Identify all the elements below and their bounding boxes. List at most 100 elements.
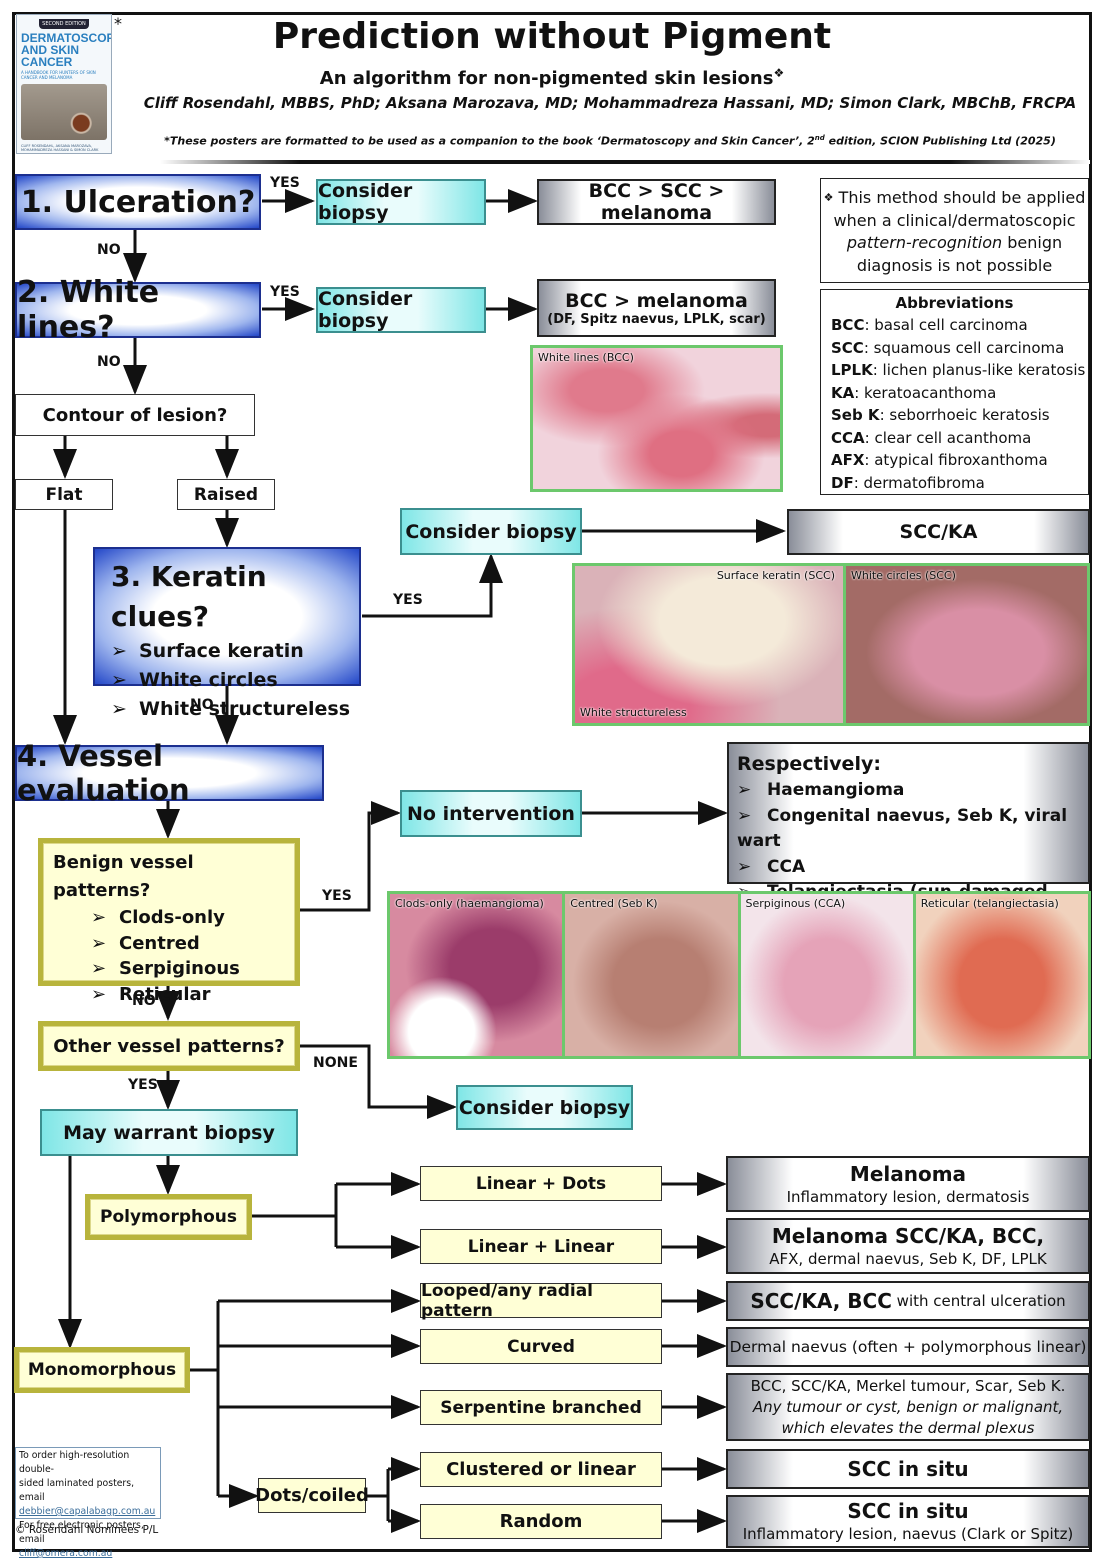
- image-centred: Centred (Seb K): [565, 894, 741, 1056]
- step3-keratin-clues: 3. Keratin clues? ➢Surface keratin ➢Whit…: [93, 547, 361, 720]
- header-divider: [160, 160, 1090, 164]
- image-reticular: Reticular (telangiectasia): [915, 894, 1088, 1056]
- label-yes-benign: YES: [322, 888, 352, 904]
- may-warrant-biopsy: May warrant biopsy: [40, 1109, 298, 1156]
- pattern-linear-dots: Linear + Dots: [420, 1166, 662, 1201]
- result-italic: Any tumour or cyst, benign or malignant,…: [752, 1397, 1064, 1437]
- step1-ulceration: 1. Ulceration?: [15, 174, 261, 230]
- arrow-bullet-icon: ➢: [91, 932, 107, 954]
- page-title: Prediction without Pigment: [272, 16, 832, 57]
- abbreviation-item: DF: dermatofibroma: [831, 473, 985, 492]
- image-serpiginous: Serpiginous (CCA): [740, 894, 916, 1056]
- step2-consider-biopsy: Consider biopsy: [316, 287, 486, 333]
- result-linear-dots: Melanoma Inflammatory lesion, dermatosis: [726, 1156, 1090, 1212]
- image-white-circles: White circles (SCC): [846, 566, 1087, 723]
- image-white-lines-bcc: White lines (BCC): [530, 345, 783, 492]
- pattern-clustered: Clustered or linear: [420, 1452, 662, 1487]
- arrow-bullet-icon: ➢: [737, 780, 752, 800]
- email-link-electronic[interactable]: cliff@omera.com.au: [19, 1548, 113, 1559]
- image-surface-keratin: Surface keratin (SCC) White structureles…: [575, 566, 846, 723]
- result-linear-linear: Melanoma SCC/KA, BCC, AFX, dermal naevus…: [726, 1218, 1090, 1274]
- image-caption: Clods-only (haemangioma): [395, 897, 544, 910]
- contour-flat: Flat: [15, 479, 113, 510]
- abbreviation-item: BCC: basal cell carcinoma: [831, 316, 1028, 334]
- book-subtitle: A HANDBOOK FOR HUNTERS OF SKIN CANCER AN…: [21, 70, 96, 80]
- no-intervention: No intervention: [400, 790, 582, 837]
- label-no-2: NO: [97, 354, 121, 370]
- result-clustered: SCC in situ: [726, 1449, 1090, 1489]
- result-looped: SCC/KA, BCC with central ulceration: [726, 1281, 1090, 1321]
- result-main: Melanoma: [849, 1162, 967, 1186]
- respectively-box: Respectively: ➢Haemangioma ➢Congenital n…: [727, 742, 1090, 928]
- authors: Cliff Rosendahl, MBBS, PhD; Aksana Maroz…: [143, 94, 1077, 112]
- arrow-bullet-icon: ➢: [737, 805, 752, 826]
- arrow-benign-yes: [300, 801, 401, 912]
- abbreviations-box: Abbreviations BCC: basal cell carcinoma …: [820, 289, 1089, 495]
- email-link-orders[interactable]: debbier@capalabagp.com.au: [19, 1506, 156, 1517]
- arrow-bullet-icon: ➢: [737, 856, 752, 877]
- book-title-2: AND SKIN CANCER: [21, 43, 80, 69]
- respectively-heading: Respectively:: [737, 753, 881, 775]
- label-no-benign: NO: [132, 993, 156, 1009]
- label-yes-2: YES: [270, 284, 300, 300]
- book-title-1: DERMATOSCOPY: [21, 31, 111, 45]
- image-caption: White structureless: [580, 706, 687, 719]
- image-caption: White lines (BCC): [538, 351, 634, 364]
- label-no-1: NO: [97, 242, 121, 258]
- abbreviation-item: KA: keratoacanthoma: [831, 383, 997, 402]
- pattern-looped: Looped/any radial pattern: [420, 1281, 662, 1321]
- bullet-item: ➢Surface keratin: [111, 637, 304, 666]
- step2-result-sub: (DF, Spitz naevus, LPLK, scar): [547, 311, 766, 327]
- abbreviation-item: LPLK: lichen planus-like keratosis: [831, 361, 1086, 379]
- arrow-other-none: [300, 1044, 457, 1119]
- pattern-curved: Curved: [420, 1329, 662, 1364]
- step1-result: BCC > SCC > melanoma: [537, 179, 776, 225]
- arrow-bullet-icon: ➢: [111, 640, 127, 662]
- method-note: ❖ This method should be applied when a c…: [820, 178, 1089, 283]
- step2-white-lines: 2. White lines?: [15, 275, 261, 345]
- diamond-mark-icon: ❖: [773, 66, 785, 80]
- arrow-bullet-icon: ➢: [91, 907, 107, 928]
- abbreviations-heading: Abbreviations: [895, 294, 1014, 312]
- abbreviation-item: AFX: atypical fibroxanthoma: [831, 451, 1048, 469]
- result-suffix: with central ulceration: [891, 1292, 1066, 1310]
- abbreviation-item: Seb K: seborrhoeic keratosis: [831, 406, 1050, 424]
- bullet-item: ➢CCA: [737, 855, 805, 881]
- step3-consider-biopsy: Consider biopsy: [400, 508, 582, 555]
- other-vessel-patterns: Other vessel patterns?: [38, 1021, 300, 1071]
- bullet-item: ➢Haemangioma: [737, 778, 904, 804]
- arrow-bullet-icon: ➢: [91, 958, 107, 979]
- book-cover-image: [21, 84, 107, 140]
- bullet-item: ➢White circles: [111, 666, 278, 695]
- pattern-random: Random: [420, 1504, 662, 1539]
- image-caption: Serpiginous (CCA): [745, 897, 846, 910]
- result-sub: Inflammatory lesion, dermatosis: [786, 1188, 1030, 1206]
- bullet-item: ➢Reticular: [91, 982, 295, 1008]
- image-caption: White circles (SCC): [851, 569, 956, 582]
- poster-frame: [12, 12, 1092, 1552]
- page-subtitle: An algorithm for non-pigmented skin lesi…: [319, 66, 785, 89]
- result-sub: Inflammatory lesion, naevus (Clark or Sp…: [742, 1525, 1074, 1543]
- label-yes-other: YES: [128, 1077, 158, 1093]
- abbreviation-item: SCC: squamous cell carcinoma: [831, 338, 1065, 357]
- pattern-serpentine: Serpentine branched: [420, 1390, 662, 1425]
- result-main: SCC/KA, BCC: [750, 1289, 892, 1313]
- bullet-item: ➢Congenital naevus, Seb K, viral wart: [737, 805, 1068, 852]
- contour-raised: Raised: [177, 479, 275, 510]
- keratin-images: Surface keratin (SCC) White structureles…: [572, 563, 1090, 726]
- bullet-item: ➢Centred: [91, 931, 295, 957]
- pattern-linear-linear: Linear + Linear: [420, 1229, 662, 1264]
- benign-title: Benign vessel patterns?: [53, 852, 194, 901]
- arrow-bullet-icon: ➢: [91, 983, 107, 1005]
- step3-title: 3. Keratin clues?: [111, 560, 267, 633]
- diamond-mark-icon: ❖: [823, 191, 834, 204]
- step2-result: BCC > melanoma (DF, Spitz naevus, LPLK, …: [537, 279, 776, 337]
- step3-result: SCC/KA: [787, 509, 1090, 555]
- asterisk-mark: *: [114, 14, 122, 33]
- none-consider-biopsy: Consider biopsy: [456, 1085, 633, 1130]
- result-main: SCC in situ: [847, 1499, 969, 1523]
- bullet-item: ➢White structureless: [111, 695, 350, 724]
- contact-box: To order high-resolution double- sided l…: [15, 1447, 161, 1559]
- contour-question: Contour of lesion?: [15, 394, 255, 436]
